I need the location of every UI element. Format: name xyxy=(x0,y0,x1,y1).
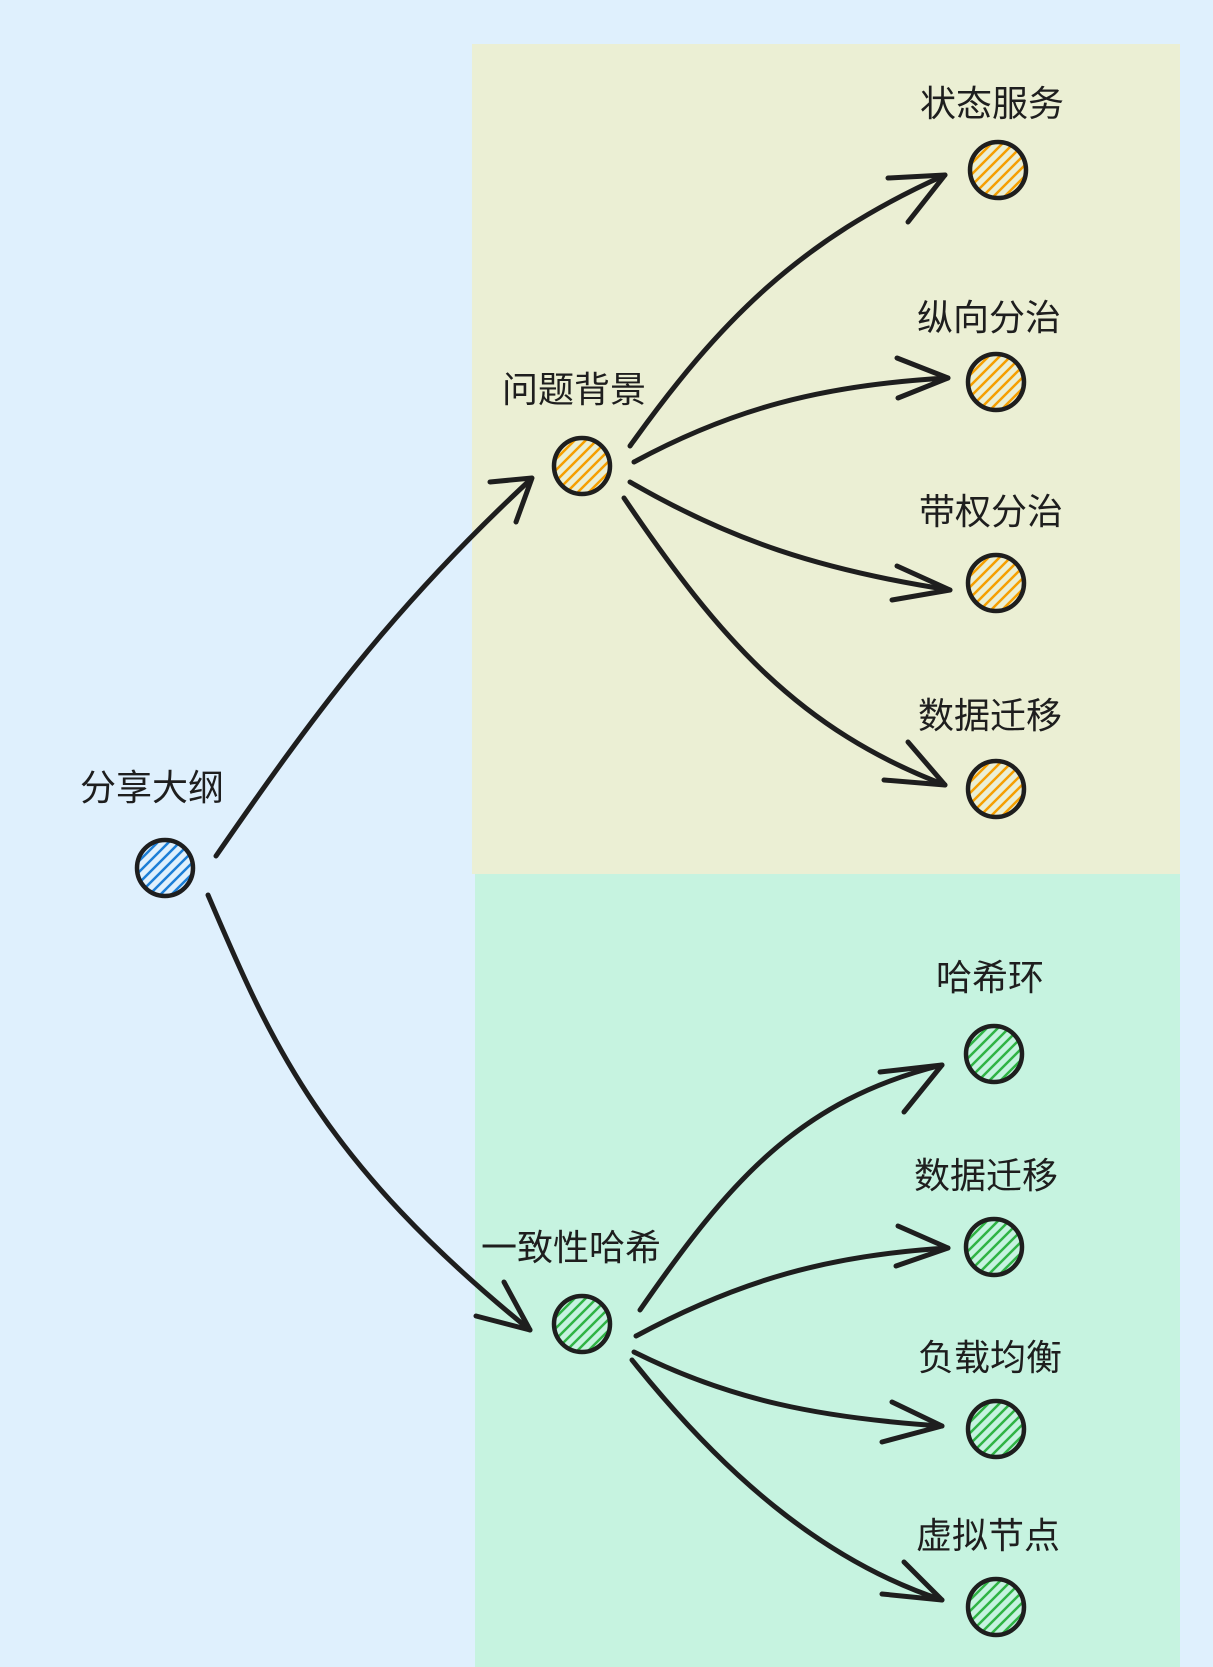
node-ring xyxy=(134,837,196,899)
consistent-hashing-label: 一致性哈希 xyxy=(481,1228,661,1269)
connector-hashing-to-child-3 xyxy=(631,1349,945,1445)
node-ring xyxy=(963,1216,1025,1278)
consistent-hashing-child-label-3: 负载均衡 xyxy=(918,1338,1062,1379)
background-child-label-1: 状态服务 xyxy=(920,84,1064,125)
node-ring xyxy=(967,139,1029,201)
background-child-label-3: 带权分治 xyxy=(919,492,1063,533)
node-ring xyxy=(963,1023,1025,1085)
connector-root-to-consistent-hashing xyxy=(205,892,533,1333)
node-ring xyxy=(551,435,613,497)
consistent-hashing-child-label-4: 虚拟节点 xyxy=(916,1516,1060,1557)
connector-hashing-to-child-2 xyxy=(633,1223,951,1339)
background-child-label-4: 数据迁移 xyxy=(918,696,1062,737)
connector-background-to-child-3 xyxy=(627,479,953,603)
background-label: 问题背景 xyxy=(502,370,646,411)
root-label: 分享大纲 xyxy=(80,768,224,809)
background-child-node-2 xyxy=(965,351,1027,413)
connector-background-to-child-4 xyxy=(621,495,948,788)
node-ring xyxy=(551,1293,613,1355)
connector-hashing-to-child-4 xyxy=(629,1357,945,1603)
node-ring xyxy=(965,351,1027,413)
node-ring xyxy=(965,552,1027,614)
connector-hashing-to-child-1 xyxy=(637,1062,945,1313)
node-ring xyxy=(965,758,1027,820)
connector-root-to-background xyxy=(213,475,535,859)
consistent-hashing-node xyxy=(551,1293,613,1355)
consistent-hashing-child-label-1: 哈希环 xyxy=(936,958,1044,999)
consistent-hashing-child-label-2: 数据迁移 xyxy=(914,1156,1058,1197)
node-ring xyxy=(965,1398,1027,1460)
node-ring xyxy=(965,1576,1027,1638)
connector-background-to-child-2 xyxy=(631,355,951,465)
background-child-label-2: 纵向分治 xyxy=(917,298,1061,339)
consistent-hashing-group-panel xyxy=(475,874,1180,1667)
connector-background-to-child-1 xyxy=(627,172,948,449)
